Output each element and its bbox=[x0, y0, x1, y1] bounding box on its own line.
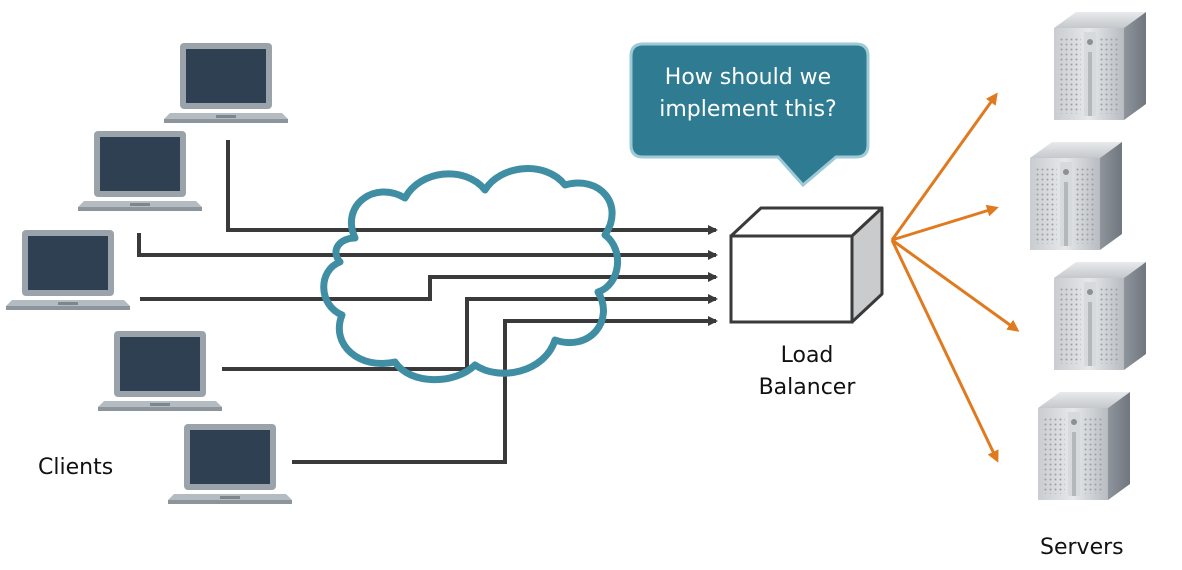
client-connection-lines bbox=[137, 140, 718, 464]
server-arrow bbox=[890, 239, 999, 463]
server-tower-icon bbox=[1038, 392, 1130, 500]
load-balancer-label-line-1: Load bbox=[780, 343, 834, 368]
callout-text: How should we implement this? bbox=[640, 62, 856, 126]
callout-line-1: How should we bbox=[664, 65, 832, 90]
connection-line bbox=[292, 316, 718, 464]
client-laptop-icon bbox=[168, 424, 292, 504]
callout-line-2: implement this? bbox=[659, 96, 837, 122]
callout-bubble bbox=[629, 42, 870, 188]
server-arrow bbox=[891, 204, 999, 242]
client-laptop-icon bbox=[6, 230, 130, 310]
network-cloud-icon bbox=[320, 165, 622, 384]
clients-label: Clients bbox=[38, 455, 114, 480]
load-balancer-box-icon bbox=[729, 206, 884, 324]
server-arrow bbox=[891, 238, 1020, 332]
server-arrow bbox=[890, 92, 998, 241]
load-balancer-label-line-2: Balancer bbox=[758, 374, 856, 400]
server-tower-icon bbox=[1030, 142, 1122, 250]
client-laptop-icon bbox=[98, 331, 222, 411]
connection-line bbox=[137, 233, 718, 260]
connection-line bbox=[140, 272, 718, 301]
load-balancer-label: Load Balancer bbox=[752, 340, 862, 404]
server-tower-icon bbox=[1054, 12, 1146, 120]
client-laptop-icon bbox=[78, 131, 202, 211]
connection-line bbox=[226, 140, 718, 235]
servers-label: Servers bbox=[1040, 535, 1124, 560]
server-connection-arrows bbox=[890, 92, 1020, 463]
connection-line bbox=[222, 294, 718, 371]
server-tower-icon bbox=[1054, 262, 1146, 370]
client-laptop-icon bbox=[164, 43, 288, 123]
